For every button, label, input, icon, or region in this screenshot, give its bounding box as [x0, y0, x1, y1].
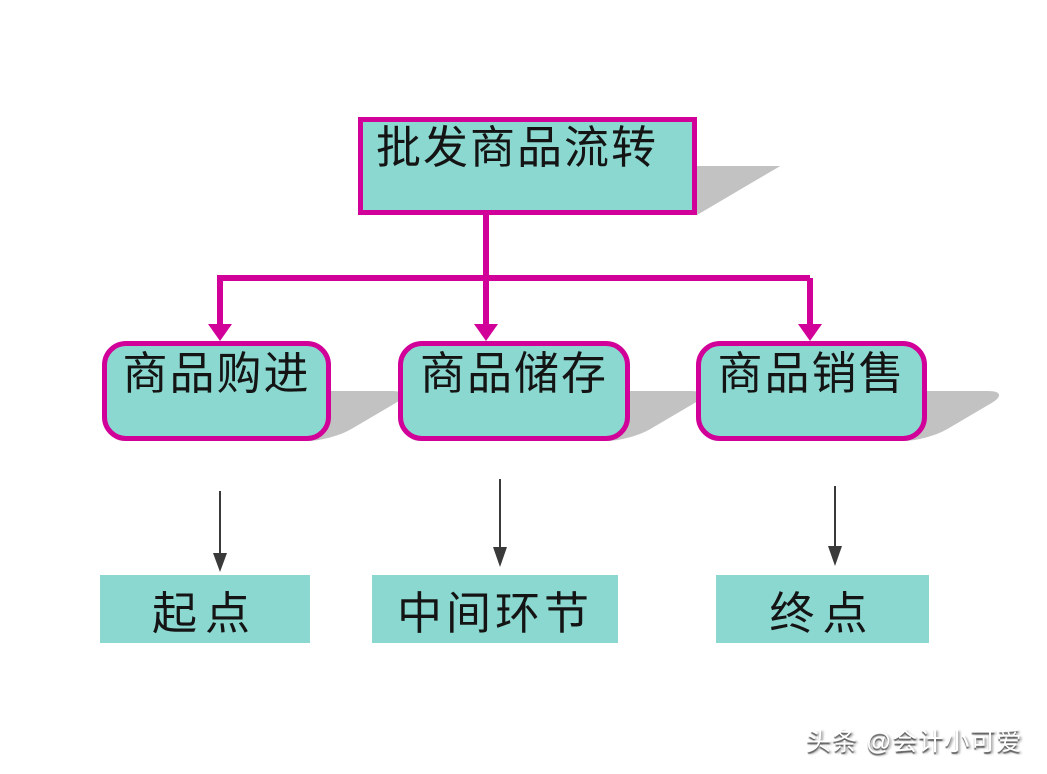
- role-box-start: 起点: [100, 575, 310, 643]
- stage-box-purchase: 商品购进: [102, 341, 331, 441]
- role-box-end-label: 终点: [769, 588, 876, 639]
- role-arrow-center-head: [493, 547, 507, 567]
- stage-box-sales: 商品销售: [696, 341, 927, 441]
- watermark-text: 头条 @会计小可爱: [806, 728, 1023, 756]
- stage-box-storage-label: 商品储存: [419, 349, 608, 399]
- root-box-label: 批发商品流转: [376, 123, 659, 173]
- root-box: 批发商品流转: [358, 117, 697, 215]
- stage-box-storage: 商品储存: [398, 341, 630, 441]
- role-arrow-right-head: [828, 546, 842, 566]
- stage-box-purchase-label: 商品购进: [122, 349, 311, 399]
- connector-arrowhead-left: [208, 324, 232, 341]
- role-box-end: 终点: [716, 575, 929, 643]
- connector-arrowhead-center: [474, 324, 498, 341]
- role-arrow-left-head: [213, 553, 227, 572]
- stage-box-sales-label: 商品销售: [717, 349, 906, 399]
- role-box-start-label: 起点: [151, 588, 258, 639]
- connector-arrowhead-right: [798, 324, 822, 341]
- role-box-middle-label: 中间环节: [396, 588, 593, 639]
- connector-tree-lines: [217, 212, 813, 324]
- role-box-middle: 中间环节: [372, 575, 618, 643]
